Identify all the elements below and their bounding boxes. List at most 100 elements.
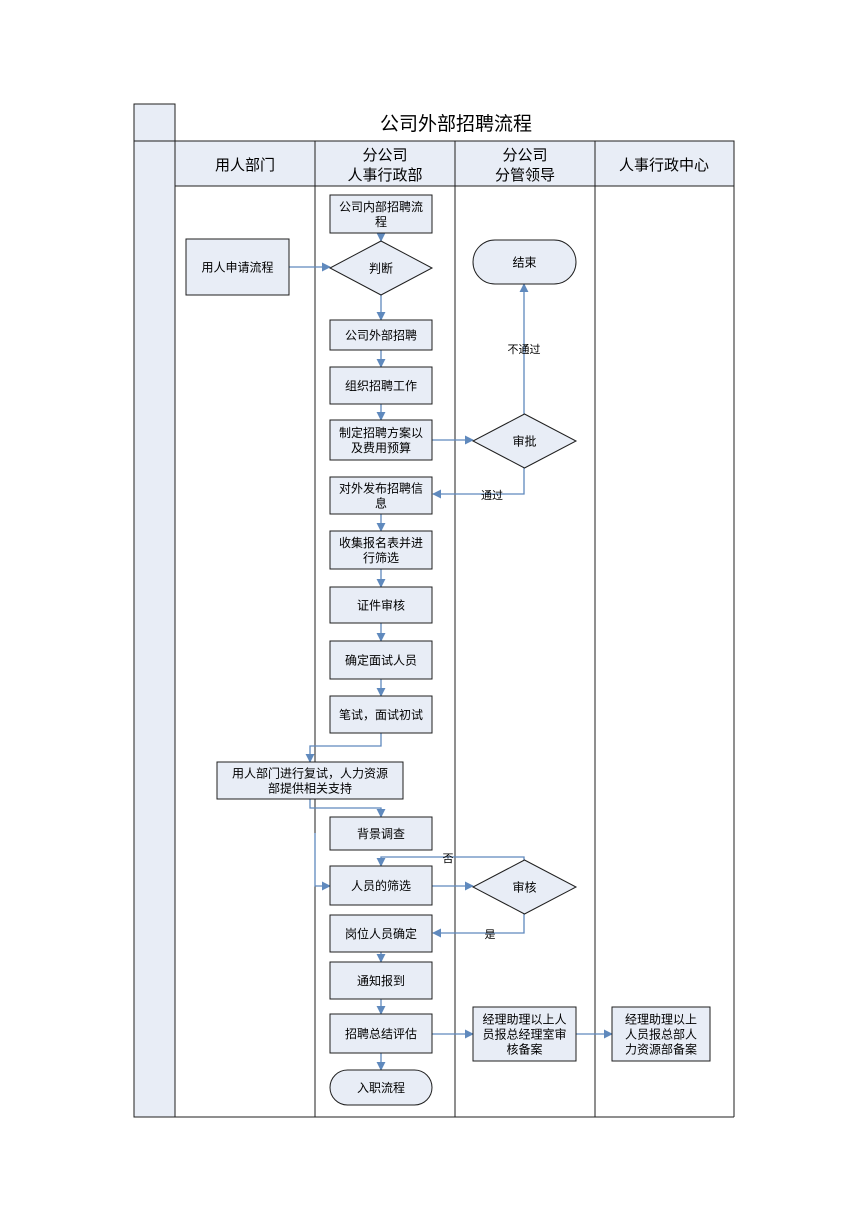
edge-labels: 不通过 通过 否 是 — [443, 343, 541, 941]
terminal-shape — [472, 239, 577, 285]
diamond-shape — [471, 413, 578, 469]
connectors — [289, 232, 613, 1071]
node-label: 通知报到 — [357, 973, 405, 988]
terminal-shape — [329, 1069, 433, 1106]
rect-shape — [329, 319, 433, 351]
node-label: 力资源部备案 — [625, 1042, 697, 1057]
rect-shape — [329, 366, 433, 405]
corner-cell — [133, 103, 176, 142]
flow-node-n4: 结束 — [472, 239, 577, 285]
rect-shape — [329, 816, 433, 851]
flow-node-n8: 审批 — [471, 413, 578, 469]
rect-shape — [329, 865, 433, 906]
node-label: 确定面试人员 — [345, 653, 417, 668]
edge-n17-n16 — [376, 856, 525, 867]
node-label: 制定招聘方案以 — [339, 425, 423, 440]
rect-shape — [611, 1006, 711, 1062]
rect-shape — [329, 530, 433, 570]
lane-header-l4: 人事行政中心 — [619, 156, 709, 174]
lane-header-label: 人事行政中心 — [619, 156, 709, 174]
edge-label-e1: 不通过 — [508, 343, 541, 356]
node-label: 结束 — [512, 256, 536, 270]
node-label: 人员报总部人 — [625, 1027, 697, 1042]
node-label: 公司外部招聘 — [345, 328, 417, 343]
node-label: 公司内部招聘流 — [339, 199, 423, 214]
node-label: 岗位人员确定 — [345, 926, 417, 941]
rect-shape — [329, 419, 433, 461]
flow-node-n11: 证件审核 — [329, 586, 433, 624]
flow-node-n17: 审核 — [471, 859, 578, 915]
lane-header-l3: 分公司 分管领导 — [495, 146, 555, 184]
edge-label-e2: 通过 — [481, 489, 503, 502]
lane-header-l1: 用人部门 — [215, 156, 275, 174]
rect-shape — [185, 238, 290, 296]
flow-node-n13: 笔试，面试初试 — [329, 695, 433, 734]
rect-shape — [329, 586, 433, 624]
diamond-shape — [328, 240, 434, 296]
node-label: 笔试，面试初试 — [339, 707, 423, 722]
node-label: 经理助理以上 — [625, 1013, 697, 1027]
node-label: 收集报名表并进 — [339, 535, 423, 550]
node-label: 审批 — [512, 434, 536, 449]
node-label: 用人部门进行复试，人力资源 — [232, 766, 388, 781]
rect-shape — [329, 476, 433, 515]
flow-nodes: 公司内部招聘流程用人申请流程判断结束公司外部招聘组织招聘工作制定招聘方案以及费用… — [185, 194, 711, 1106]
node-label: 入职流程 — [357, 1080, 405, 1095]
flow-node-n5: 公司外部招聘 — [329, 319, 433, 351]
lane-header-label: 人事行政部 — [347, 166, 422, 184]
diamond-shape — [471, 859, 578, 915]
flow-node-n23: 入职流程 — [329, 1069, 433, 1106]
node-label: 对外发布招聘信 — [339, 481, 423, 496]
node-label: 用人申请流程 — [201, 260, 273, 275]
node-label: 审核 — [512, 880, 536, 895]
node-label: 部提供相关支持 — [268, 781, 352, 796]
left-strip — [133, 140, 176, 1118]
flow-node-n3: 判断 — [328, 240, 434, 296]
flow-node-n16: 人员的筛选 — [329, 865, 433, 906]
node-label: 组织招聘工作 — [345, 379, 417, 393]
edge-label-e3: 否 — [443, 852, 454, 865]
lane-header-label: 分管领导 — [495, 166, 555, 184]
lane-header-l2: 分公司 人事行政部 — [347, 146, 422, 184]
node-label: 程 — [375, 214, 387, 229]
rect-shape — [329, 194, 433, 234]
edge-n17-n18 — [432, 914, 525, 938]
node-label: 核备案 — [506, 1042, 542, 1057]
node-label: 及费用预算 — [351, 440, 411, 455]
node-label: 证件审核 — [357, 598, 405, 613]
flow-node-n19: 通知报到 — [329, 961, 433, 1000]
rect-shape — [329, 914, 433, 953]
lane-header-label: 分公司 — [502, 146, 547, 164]
edge-n13-n14 — [305, 733, 382, 763]
rect-shape — [329, 640, 433, 680]
node-label: 行筛选 — [363, 550, 399, 565]
flow-node-n12: 确定面试人员 — [329, 640, 433, 680]
edge-n8-n9 — [432, 468, 525, 499]
node-label: 招聘总结评估 — [345, 1027, 417, 1041]
rect-shape — [472, 1006, 577, 1062]
page-title: 公司外部招聘流程 — [380, 113, 532, 135]
node-label: 人员的筛选 — [351, 878, 411, 893]
node-label: 背景调查 — [357, 827, 405, 841]
rect-shape — [216, 761, 404, 800]
swimlane-frame — [133, 103, 735, 1118]
lane-header-label: 用人部门 — [215, 156, 275, 174]
node-label: 经理助理以上人 — [482, 1013, 566, 1027]
lane-header-label: 分公司 — [362, 146, 407, 164]
edge-label-e4: 是 — [485, 928, 496, 941]
rect-shape — [329, 961, 433, 1000]
node-label: 息 — [375, 496, 387, 511]
flow-node-n6: 组织招聘工作 — [329, 366, 433, 405]
edge-n14-n15 — [309, 799, 386, 818]
node-label: 员报总经理室审 — [482, 1027, 566, 1042]
flow-node-n18: 岗位人员确定 — [329, 914, 433, 953]
edge-n15-n16 — [314, 833, 331, 891]
flow-node-n20: 招聘总结评估 — [329, 1013, 433, 1054]
